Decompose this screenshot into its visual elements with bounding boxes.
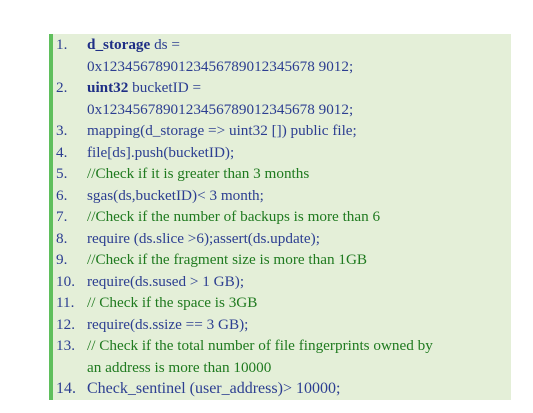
code-text: require(ds.ssize == 3 GB); (87, 315, 249, 333)
code-text: mapping(d_storage => uint32 []) public f… (87, 122, 357, 139)
line-number: 6. (56, 186, 68, 204)
code-text: ds = (150, 36, 180, 53)
code-text: 0x1234567890123456789012345678 9012; (87, 100, 354, 118)
code-text: bucketID = (128, 79, 202, 96)
code-line-10: 10. require(ds.sused > 1 GB); (53, 271, 511, 293)
code-text: sgas(ds,bucketID)< 3 month; (87, 186, 264, 204)
line-content: // Check if the total number of file fin… (87, 335, 511, 378)
line-number: 7. (56, 208, 68, 225)
code-comment: // Check if the total number of file fin… (87, 337, 433, 354)
code-line-13: 13. // Check if the total number of file… (53, 335, 511, 378)
code-comment: //Check if the fragment size is more tha… (87, 251, 368, 268)
line-number: 5. (56, 165, 68, 182)
code-text: 0x1234567890123456789012345678 9012; (87, 57, 354, 75)
code-line-8: 8. require (ds.slice >6);assert(ds.updat… (53, 228, 511, 250)
code-line-3: 3. mapping(d_storage => uint32 []) publi… (53, 120, 511, 142)
line-number: 8. (56, 229, 68, 247)
line-content: uint32 bucketID = 0x12345678901234567890… (87, 77, 511, 120)
code-line-7: 7. //Check if the number of backups is m… (53, 206, 511, 228)
code-line-5: 5. //Check if it is greater than 3 month… (53, 163, 511, 185)
line-number: 14. (56, 380, 76, 397)
line-number: 2. (56, 79, 68, 96)
code-comment: an address is more than 10000 (87, 358, 272, 376)
type-keyword: d_storage (87, 36, 151, 53)
code-text: file[ds].push(bucketID); (87, 143, 235, 161)
line-content: d_storage ds = 0x12345678901234567890123… (87, 34, 511, 77)
code-line-9: 9. //Check if the fragment size is more … (53, 249, 511, 271)
type-keyword: uint32 (87, 79, 129, 96)
line-number: 12. (56, 315, 75, 333)
code-line-12: 12. require(ds.ssize == 3 GB); (53, 314, 511, 336)
line-number: 3. (56, 122, 68, 139)
line-number: 1. (56, 36, 68, 53)
code-text: require(ds.sused > 1 GB); (87, 272, 245, 290)
code-text: require (ds.slice >6);assert(ds.update); (87, 229, 320, 247)
code-comment: //Check if it is greater than 3 months (87, 165, 310, 182)
code-comment: // Check if the space is 3GB (87, 294, 258, 311)
code-line-14: 14. Check_sentinel (user_address)> 10000… (53, 378, 511, 400)
code-line-4: 4. file[ds].push(bucketID); (53, 142, 511, 164)
code-line-2: 2. uint32 bucketID = 0x12345678901234567… (53, 77, 511, 120)
code-comment: //Check if the number of backups is more… (87, 208, 381, 225)
line-number: 11. (56, 294, 75, 311)
code-text: Check_sentinel (user_address)> 10000; (87, 380, 341, 397)
code-line-6: 6. sgas(ds,bucketID)< 3 month; (53, 185, 511, 207)
code-line-11: 11. // Check if the space is 3GB (53, 292, 511, 314)
code-line-1: 1. d_storage ds = 0x12345678901234567890… (53, 34, 511, 77)
line-number: 9. (56, 251, 68, 268)
line-number: 13. (56, 337, 75, 354)
code-listing: 1. d_storage ds = 0x12345678901234567890… (49, 34, 511, 400)
line-number: 10. (56, 272, 75, 290)
line-number: 4. (56, 143, 68, 161)
